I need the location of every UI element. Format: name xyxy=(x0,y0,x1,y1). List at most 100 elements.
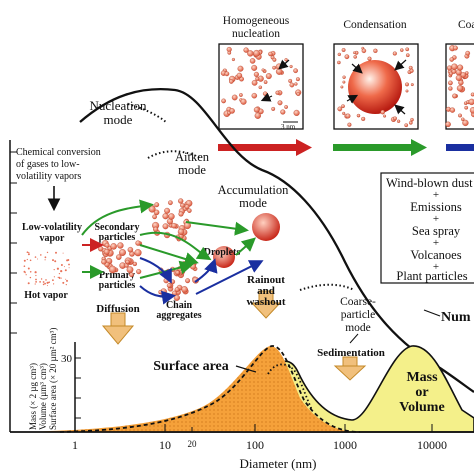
particle xyxy=(373,48,378,53)
particle xyxy=(272,65,276,70)
particle xyxy=(251,64,258,71)
source-plus-4: + xyxy=(433,261,439,273)
particle xyxy=(337,106,343,112)
particle xyxy=(462,119,469,127)
rainout-label-2: and xyxy=(257,285,275,297)
mass-label-1: Mass xyxy=(406,370,438,385)
particle xyxy=(240,98,247,105)
particle xyxy=(268,51,273,57)
particle xyxy=(117,242,124,249)
particle xyxy=(405,82,409,87)
accumulation-mode-label-1: Accumulation xyxy=(218,183,290,197)
particle xyxy=(29,276,32,279)
particle xyxy=(243,47,249,53)
surface-area-label: Surface area xyxy=(153,359,229,374)
particle xyxy=(46,285,48,287)
y-axis-distribution xyxy=(74,342,81,432)
diffusion-arrow xyxy=(101,312,135,345)
particle xyxy=(53,283,55,285)
source-emissions: Emissions xyxy=(410,200,462,214)
particle xyxy=(231,94,238,101)
particle xyxy=(39,281,41,283)
sedimentation-label: Sedimentation xyxy=(317,347,385,359)
particle xyxy=(23,259,26,262)
particle xyxy=(458,113,462,118)
particle xyxy=(469,107,474,114)
y-label-mass: Mass (× 2 µg cm³) xyxy=(28,363,38,430)
particle xyxy=(255,76,260,81)
particle xyxy=(468,98,474,106)
aitken-mode-label-1: Aitken xyxy=(175,150,210,164)
particle xyxy=(42,281,45,283)
particle xyxy=(68,263,70,266)
particle xyxy=(170,279,176,285)
particle xyxy=(265,73,272,80)
source-volcanoes: Volcanoes xyxy=(410,248,461,262)
particle xyxy=(224,71,230,77)
particle xyxy=(404,123,409,128)
particle xyxy=(451,63,458,71)
particle xyxy=(342,75,346,79)
particle xyxy=(127,246,134,253)
particle xyxy=(108,265,117,274)
particle xyxy=(289,64,293,69)
particle xyxy=(171,222,177,229)
particle xyxy=(445,121,451,128)
particle xyxy=(46,251,49,254)
x-tick-10: 10 xyxy=(159,438,171,452)
particle xyxy=(164,207,171,214)
particle xyxy=(29,271,32,273)
particle xyxy=(231,57,235,62)
particle xyxy=(289,82,295,88)
particle xyxy=(251,92,258,99)
panel-homogeneous-title-1: Homogeneous xyxy=(223,15,290,27)
particle xyxy=(449,107,456,113)
x-tick-100: 100 xyxy=(246,438,264,452)
particle xyxy=(383,114,387,118)
particle xyxy=(60,264,63,266)
rainout-label-3: washout xyxy=(246,296,285,308)
particle xyxy=(340,85,344,89)
particle xyxy=(46,281,49,284)
particle xyxy=(448,80,453,86)
process-arrows-top xyxy=(218,139,474,156)
low-volatility-label-2: vapor xyxy=(40,233,66,244)
particle xyxy=(185,278,191,284)
particle xyxy=(52,259,54,262)
x-tick-1000: 1000 xyxy=(333,438,357,452)
particle xyxy=(29,259,32,262)
particle xyxy=(168,213,175,220)
source-plus-2: + xyxy=(433,213,439,225)
particle xyxy=(44,259,46,261)
particle xyxy=(126,266,134,274)
particle xyxy=(189,263,197,270)
coarse-mode-label-3: mode xyxy=(345,322,371,334)
particle xyxy=(178,198,184,204)
particle xyxy=(168,200,173,206)
particle xyxy=(37,258,39,260)
source-plus-3: + xyxy=(433,237,439,249)
particle xyxy=(42,283,45,286)
particle xyxy=(446,65,453,71)
particle xyxy=(35,274,37,277)
particle xyxy=(405,53,410,58)
particle xyxy=(284,105,288,109)
particle xyxy=(26,258,28,261)
particle xyxy=(253,71,259,77)
particle xyxy=(152,214,157,220)
source-plant-particles: Plant particles xyxy=(396,269,467,283)
chemical-conversion-label-1: Chemical conversion xyxy=(16,147,101,158)
particle xyxy=(258,85,263,90)
particle xyxy=(34,283,36,285)
panel-homogeneous: 3 nm xyxy=(218,43,304,131)
number-leader xyxy=(423,309,441,317)
particle xyxy=(58,273,61,275)
particle xyxy=(455,74,462,81)
particle xyxy=(271,106,276,111)
particle xyxy=(236,72,243,79)
secondary-particles-label-1: Secondary xyxy=(95,222,140,233)
particle xyxy=(62,252,64,254)
particle xyxy=(119,249,126,256)
particle xyxy=(166,283,172,288)
x-tick-20: 20 xyxy=(188,439,198,449)
